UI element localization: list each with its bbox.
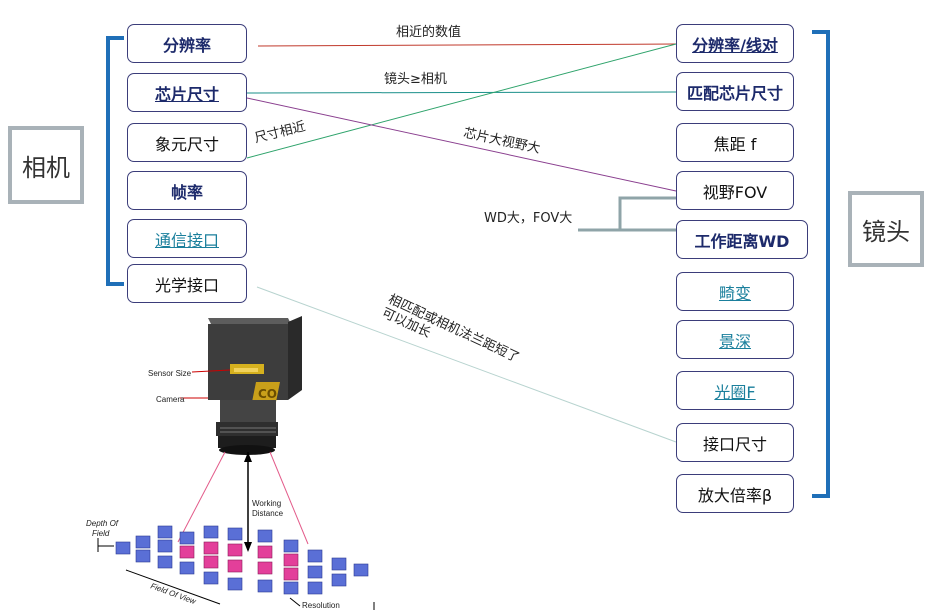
- lens-aperture-node[interactable]: 光圈F: [676, 371, 794, 410]
- working-distance-text-1: Working: [252, 499, 281, 508]
- sensor-size-text: Sensor Size: [148, 369, 192, 378]
- sensor-line: [246, 91, 677, 94]
- camera-pixel-size-node: 象元尺寸: [127, 123, 247, 162]
- lens-sensor-match-node: 匹配芯片尺寸: [676, 72, 794, 111]
- lens-distortion-node[interactable]: 畸变: [676, 272, 794, 311]
- resolution-line: [257, 43, 677, 47]
- depth-of-field-text-1: Depth Of: [86, 519, 119, 528]
- interface-line: [256, 286, 677, 443]
- fov-line: [246, 97, 677, 192]
- lens-group-label: 镜头: [848, 191, 924, 267]
- camera-sensor-size-node: 芯片尺寸: [127, 73, 247, 112]
- working-distance-text-2: Distance: [252, 509, 284, 518]
- pixel-line: [246, 43, 677, 159]
- camera-text: Camera: [156, 395, 185, 404]
- lens-bracket: [812, 30, 830, 498]
- lens-dof-node[interactable]: 景深: [676, 320, 794, 359]
- lens-magnification-node: 放大倍率β: [676, 474, 794, 513]
- cube-grid: [115, 525, 369, 595]
- lens-resolution-node: 分辨率/线对: [676, 24, 794, 63]
- camera-frame-rate-node: 帧率: [127, 171, 247, 210]
- camera-optical-interface-node: 光学接口: [127, 264, 247, 303]
- camera-group-label: 相机: [8, 126, 84, 204]
- camera-bracket: [106, 36, 124, 286]
- camera-illustration: CO Sensor Size Camera Working Distance: [86, 316, 375, 610]
- field-of-view-text: Field Of View: [149, 581, 198, 606]
- wd-fov-connector: [578, 196, 676, 232]
- lens-barrel: [216, 400, 278, 455]
- lens-wd-node: 工作距离WD: [676, 220, 808, 259]
- camera-logo: CO: [258, 387, 277, 401]
- resolution-text: Resolution: [302, 601, 340, 610]
- wd-relation-label: WD大，FOV大: [484, 211, 573, 226]
- camera-comm-interface-node[interactable]: 通信接口: [127, 219, 247, 258]
- lens-fov-node: 视野FOV: [676, 171, 794, 210]
- resolution-relation-label: 相近的数值: [396, 25, 462, 40]
- lens-interface-size-node: 接口尺寸: [676, 423, 794, 462]
- camera-body: CO: [208, 316, 302, 402]
- camera-resolution-node: 分辨率: [127, 24, 247, 63]
- depth-of-field-text-2: Field: [92, 529, 110, 538]
- lens-focal-length-node: 焦距 f: [676, 123, 794, 162]
- sensor-relation-label: 镜头≥相机: [384, 72, 447, 87]
